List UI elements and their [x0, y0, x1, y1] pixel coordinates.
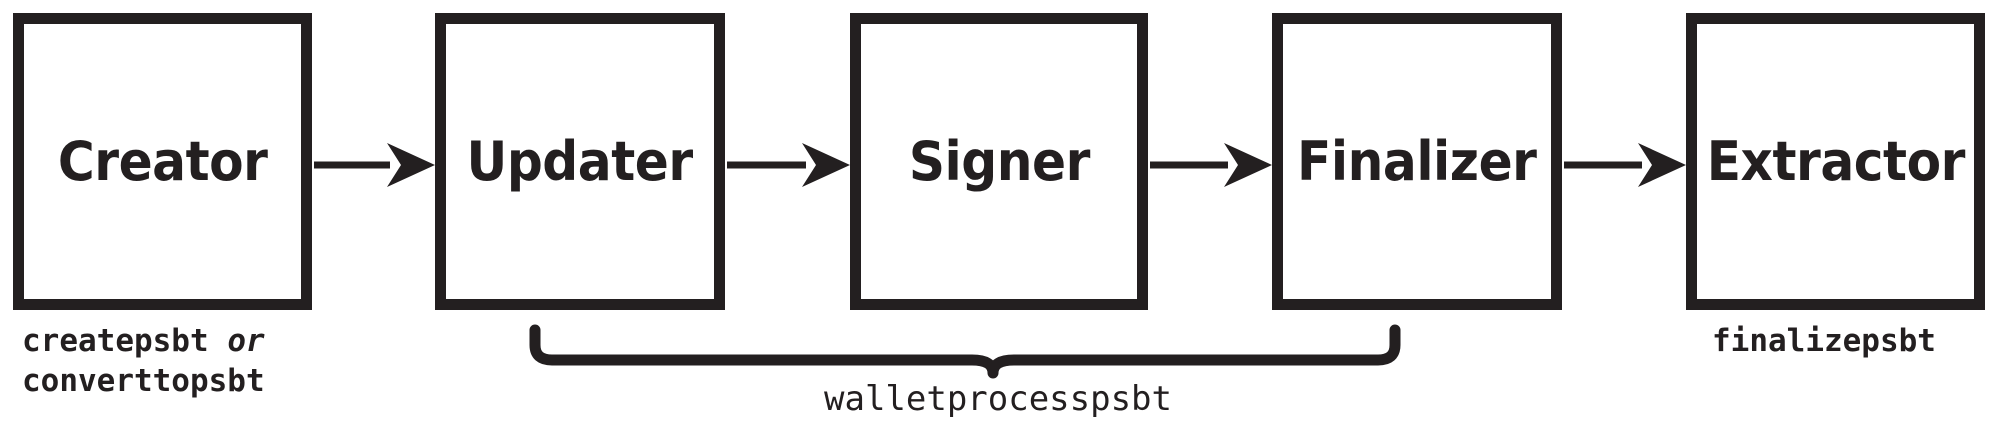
stage-label-signer: Signer — [908, 129, 1090, 193]
stage-box-creator: Creator — [13, 13, 312, 310]
command-label-creator: createpsbt or converttopsbt — [22, 322, 265, 401]
walletprocesspsbt-brace — [529, 324, 1401, 379]
stage-box-finalizer: Finalizer — [1272, 13, 1562, 310]
stage-label-updater: Updater — [466, 129, 694, 193]
stage-box-signer: Signer — [850, 13, 1148, 310]
creator-command-line-1: createpsbt or — [22, 322, 265, 362]
stage-label-creator: Creator — [57, 129, 268, 193]
extractor-command-line-1: finalizepsbt — [1712, 323, 1936, 359]
arrow-signer-to-finalizer — [1150, 143, 1272, 187]
brace-caption-walletprocesspsbt: walletprocesspsbt — [824, 379, 1172, 419]
stage-label-finalizer: Finalizer — [1297, 129, 1537, 193]
creator-command-primary: createpsbt — [22, 323, 209, 359]
creator-command-line-2: converttopsbt — [22, 362, 265, 399]
stage-label-extractor: Extractor — [1706, 129, 1965, 193]
stage-box-extractor: Extractor — [1686, 13, 1985, 310]
arrow-creator-to-updater — [314, 143, 435, 187]
creator-command-conjunction: or — [227, 323, 265, 359]
command-label-extractor: finalizepsbt — [1712, 322, 1936, 362]
stage-box-updater: Updater — [435, 13, 725, 310]
arrow-updater-to-signer — [727, 143, 850, 187]
arrow-finalizer-to-extractor — [1564, 143, 1686, 187]
